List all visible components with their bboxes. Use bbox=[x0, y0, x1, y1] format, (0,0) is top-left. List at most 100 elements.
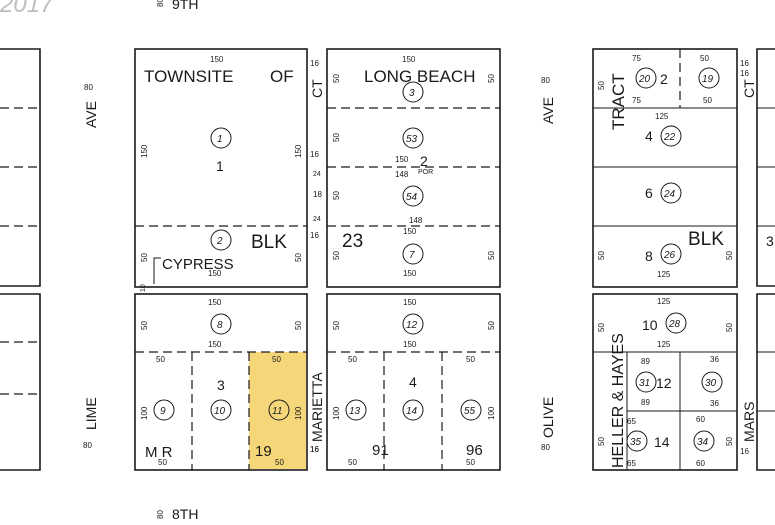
label-tract: TRACT bbox=[609, 73, 628, 130]
street-mars[interactable]: MARS bbox=[741, 402, 757, 442]
label-heller-hayes: HELLER & HAYES bbox=[610, 333, 627, 468]
parcel-number[interactable]: 12 bbox=[406, 320, 418, 331]
dim-148: 148 bbox=[409, 216, 423, 225]
dim-125: 125 bbox=[655, 112, 669, 121]
parcel-circle[interactable] bbox=[153, 399, 175, 421]
parcel-circle[interactable] bbox=[626, 430, 648, 452]
parcel-number[interactable]: 10 bbox=[214, 406, 226, 417]
parcel-number[interactable]: 7 bbox=[409, 250, 415, 261]
parcel-number[interactable]: 30 bbox=[705, 378, 717, 389]
street-marietta[interactable]: MARIETTA bbox=[309, 372, 325, 442]
parcel-number[interactable]: 13 bbox=[349, 406, 361, 417]
parcel-circle[interactable] bbox=[701, 371, 723, 393]
dim-89: 89 bbox=[641, 357, 650, 366]
parcel-circle[interactable] bbox=[345, 399, 367, 421]
block-tract bbox=[592, 48, 738, 288]
dim-24: 24 bbox=[313, 171, 321, 178]
dim-150: 150 bbox=[208, 298, 222, 307]
label-mr-number: 91 bbox=[372, 442, 389, 459]
parcel-circle[interactable] bbox=[660, 125, 682, 147]
dim-50: 50 bbox=[275, 458, 284, 467]
street-ct-top[interactable]: CT bbox=[309, 79, 325, 98]
lot-number-highlighted[interactable]: 19 bbox=[255, 443, 272, 460]
parcel-number[interactable]: 35 bbox=[630, 437, 642, 448]
parcel-number[interactable]: 34 bbox=[697, 437, 709, 448]
street-lime-width: 80 bbox=[83, 441, 92, 450]
parcel-number[interactable]: 24 bbox=[663, 189, 676, 200]
parcel-circle[interactable] bbox=[402, 81, 424, 103]
parcel-circle-highlighted[interactable] bbox=[268, 399, 290, 421]
parcel-circle[interactable] bbox=[660, 182, 682, 204]
parcel-circle[interactable] bbox=[660, 243, 682, 265]
dim-150: 150 bbox=[402, 55, 416, 64]
parcel-circle[interactable] bbox=[402, 185, 424, 207]
parcel-number[interactable]: 14 bbox=[406, 406, 418, 417]
dim-50: 50 bbox=[725, 251, 734, 260]
street-ave-right[interactable]: AVE bbox=[540, 97, 556, 124]
dim-10: 10 bbox=[140, 284, 147, 292]
parcel-circle[interactable] bbox=[210, 127, 232, 149]
lot-number: 4 bbox=[409, 374, 417, 390]
dim-100: 100 bbox=[487, 406, 496, 420]
parcel-circle[interactable] bbox=[402, 243, 424, 265]
street-8th[interactable]: 8TH bbox=[172, 506, 198, 522]
street-mars-width: 16 bbox=[740, 447, 749, 456]
dim-16: 16 bbox=[310, 150, 319, 159]
parcel-number[interactable]: 26 bbox=[663, 250, 676, 261]
parcel-circle[interactable] bbox=[210, 229, 232, 251]
parcel-circle[interactable] bbox=[460, 399, 482, 421]
dim-100: 100 bbox=[140, 406, 149, 420]
parcel-circle[interactable] bbox=[210, 313, 232, 335]
parcel-circle[interactable] bbox=[635, 371, 657, 393]
parcel-number[interactable]: 19 bbox=[702, 74, 714, 85]
parcel-number[interactable]: 11 bbox=[272, 406, 282, 417]
parcel-number[interactable]: 3 bbox=[409, 88, 415, 99]
dim-50: 50 bbox=[332, 133, 341, 142]
street-ave-left[interactable]: AVE bbox=[83, 101, 99, 128]
block-fragment-right: 3 bbox=[756, 48, 775, 471]
block-fragment-left bbox=[0, 48, 41, 471]
parcel-circle[interactable] bbox=[693, 430, 715, 452]
street-ave-left-width: 80 bbox=[84, 83, 93, 92]
parcel-number[interactable]: 31 bbox=[639, 378, 650, 389]
street-lime[interactable]: LIME bbox=[83, 397, 99, 430]
parcel-circle[interactable] bbox=[698, 67, 720, 89]
dim-50: 50 bbox=[332, 321, 341, 330]
label-mr: M R bbox=[145, 444, 173, 461]
dim-65: 65 bbox=[627, 417, 636, 426]
parcel-number[interactable]: 54 bbox=[406, 192, 418, 203]
lot-number: 6 bbox=[645, 185, 653, 201]
dim-60: 60 bbox=[696, 415, 705, 424]
dim-150: 150 bbox=[395, 155, 409, 164]
dim-148: 148 bbox=[395, 170, 409, 179]
parcel-number[interactable]: 53 bbox=[406, 134, 418, 145]
parcel-circle[interactable] bbox=[635, 67, 657, 89]
parcel-circle[interactable] bbox=[665, 312, 687, 334]
parcel-number[interactable]: 8 bbox=[217, 320, 223, 331]
parcel-number[interactable]: 55 bbox=[464, 406, 476, 417]
dim-150: 150 bbox=[140, 144, 149, 158]
parcel-circle[interactable] bbox=[402, 399, 424, 421]
dim-50: 50 bbox=[156, 355, 165, 364]
parcel-number[interactable]: 1 bbox=[217, 134, 223, 145]
street-9th[interactable]: 9TH bbox=[172, 0, 198, 12]
dim-50: 50 bbox=[140, 321, 149, 330]
parcel-number[interactable]: 9 bbox=[160, 406, 166, 417]
street-ct-right[interactable]: CT bbox=[741, 79, 757, 98]
dim-16: 16 bbox=[310, 445, 319, 454]
lot-number: 10 bbox=[642, 317, 658, 333]
parcel-number[interactable]: 28 bbox=[668, 319, 681, 330]
parcel-number[interactable]: 22 bbox=[663, 132, 676, 143]
street-olive[interactable]: OLIVE bbox=[540, 397, 556, 438]
label-cypress: CYPRESS bbox=[162, 256, 234, 273]
parcel-circle[interactable] bbox=[210, 399, 232, 421]
dim-50: 50 bbox=[725, 323, 734, 332]
parcel-circle[interactable] bbox=[402, 313, 424, 335]
dim-50: 50 bbox=[272, 355, 281, 364]
parcel-number[interactable]: 2 bbox=[216, 236, 223, 247]
lot-number: 2 bbox=[420, 153, 428, 169]
label-of: OF bbox=[270, 67, 294, 86]
parcel-number[interactable]: 20 bbox=[638, 74, 651, 85]
parcel-circle[interactable] bbox=[402, 127, 424, 149]
dim-16: 16 bbox=[310, 445, 319, 454]
